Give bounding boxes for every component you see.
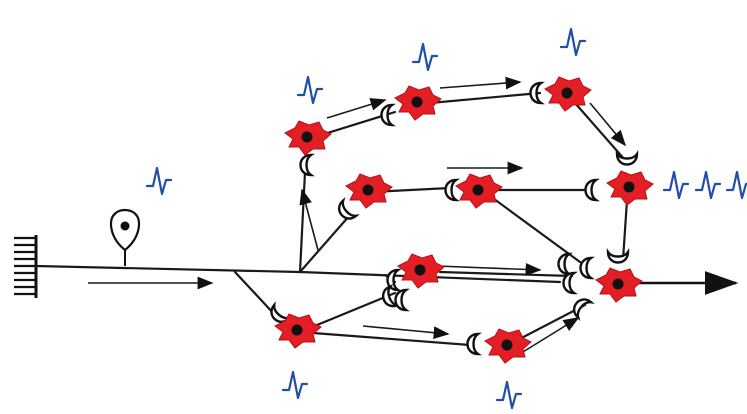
synapse-knob [394,288,410,312]
impulse-spike-icon [694,170,722,200]
impulse-spike-icon [725,170,747,200]
impulse-spike-icon [145,166,173,196]
impulse-spike-icon [495,380,523,410]
neuron [345,173,393,209]
receptor-icon [14,235,38,298]
neuron [544,76,592,112]
synapse-knob [337,197,360,220]
synapse-knob [579,256,595,280]
synapse-knob [606,248,630,264]
impulse-spike-icon [281,370,309,400]
neuron [595,267,643,303]
synapse-knob [444,178,460,202]
impulse-spike-icon [296,75,324,105]
neuron [274,313,322,349]
neuron [394,85,442,121]
neurons [274,76,654,364]
synapse-knob [299,153,315,177]
main-afferent-fiber [34,264,302,274]
neuron [284,120,332,156]
synapse-knob [584,178,600,202]
impulse-spike-icon [559,27,587,57]
sensory-neuron-icon [109,208,141,266]
synapse-knob [386,268,402,292]
synapses [270,81,639,356]
flow-arrows [299,76,627,356]
synapse-knob [615,150,639,166]
impulse-spike-icon [662,170,690,200]
synapse-knob [562,271,578,295]
synapse-knob [529,81,545,105]
impulse-spike-icon [411,42,439,72]
impulse-spikes [145,27,747,410]
synapse-knob [466,332,482,356]
neuron [455,173,503,209]
synapse-knob [557,252,573,276]
neuron [397,253,445,289]
synapse-knob [572,298,595,321]
synapse-knob [380,103,396,127]
neuron [606,170,654,206]
neuron [484,328,532,364]
